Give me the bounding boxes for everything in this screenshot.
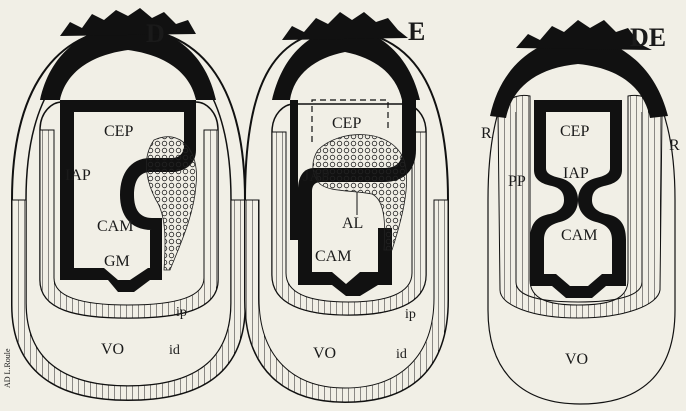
panel-e-label-vo: VO (313, 345, 336, 362)
panel-de-label-pp: PP (508, 173, 526, 190)
panel-d-label-cam: CAM (97, 218, 133, 235)
signature: AD L.Roule (3, 348, 12, 388)
panel-e-label-cep: CEP (332, 115, 361, 132)
panel-e-label-jap: JAP (303, 168, 330, 185)
panel-d-label-cep: CEP (104, 123, 133, 140)
panel-d-label-id: id (169, 343, 180, 358)
panel-de-label-cam: CAM (561, 227, 597, 244)
panel-d: D CEP IAP CAM GM ip VO id AD L.Roule (3, 8, 245, 400)
panel-d-label-vo: VO (101, 341, 124, 358)
panel-de-title: DE (630, 23, 666, 52)
panel-d-label-iap: IAP (65, 167, 91, 184)
panel-de-label-r-right: R (669, 137, 680, 154)
panel-de-label-iap: IAP (563, 165, 589, 182)
panel-e-label-ip: ip (405, 307, 416, 322)
panel-de: DE CEP IAP PP R R CAM VO (481, 20, 680, 404)
panel-e-label-id: id (396, 347, 407, 362)
panel-e-title: E (408, 17, 425, 46)
panel-de-label-r-left: R (481, 125, 492, 142)
panel-de-label-cep: CEP (560, 123, 589, 140)
panel-de-label-vo: VO (565, 351, 588, 368)
panel-d-title: D (146, 19, 165, 48)
panel-e-label-al: AL (342, 215, 363, 232)
panel-d-label-gm: GM (104, 253, 130, 270)
panel-e: E CEP JAP AL CAM ip VO id (245, 12, 448, 402)
panel-d-label-ip: ip (176, 305, 187, 320)
panel-e-label-cam: CAM (315, 248, 351, 265)
